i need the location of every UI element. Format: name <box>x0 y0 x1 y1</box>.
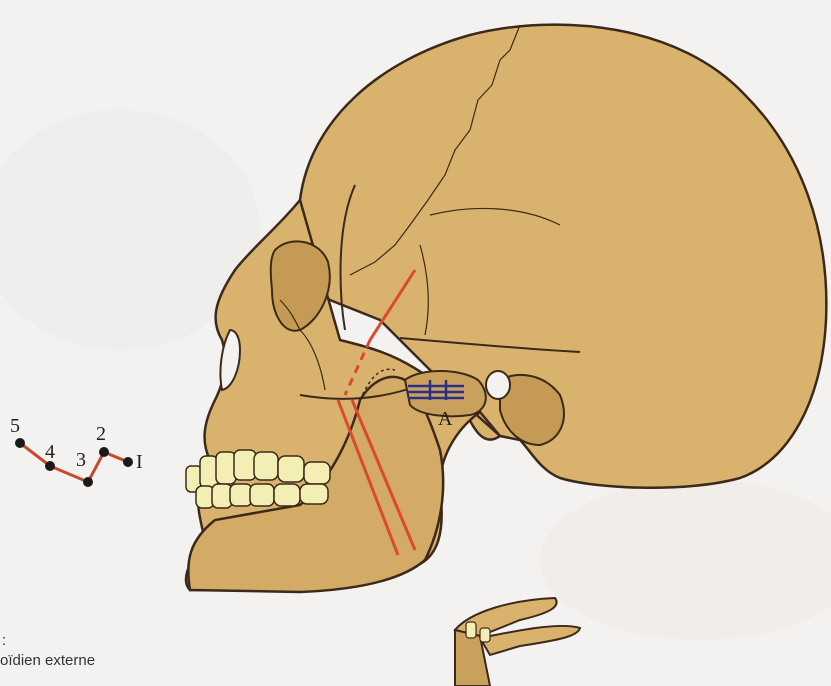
point-path <box>15 438 133 487</box>
label-2: 2 <box>96 423 106 445</box>
ear-canal <box>486 371 510 399</box>
point-2-dot <box>99 447 109 457</box>
point-5-dot <box>15 438 25 448</box>
caption-muscle-text: oïdien externe <box>0 652 95 669</box>
label-1: I <box>136 451 143 473</box>
label-5: 5 <box>10 415 20 437</box>
mandible-fragment <box>455 598 580 686</box>
point-1-dot <box>123 457 133 467</box>
label-4: 4 <box>45 441 55 463</box>
point-3-dot <box>83 477 93 487</box>
label-3: 3 <box>76 449 86 471</box>
label-a: A <box>438 408 453 430</box>
caption-colon: : <box>2 632 6 649</box>
